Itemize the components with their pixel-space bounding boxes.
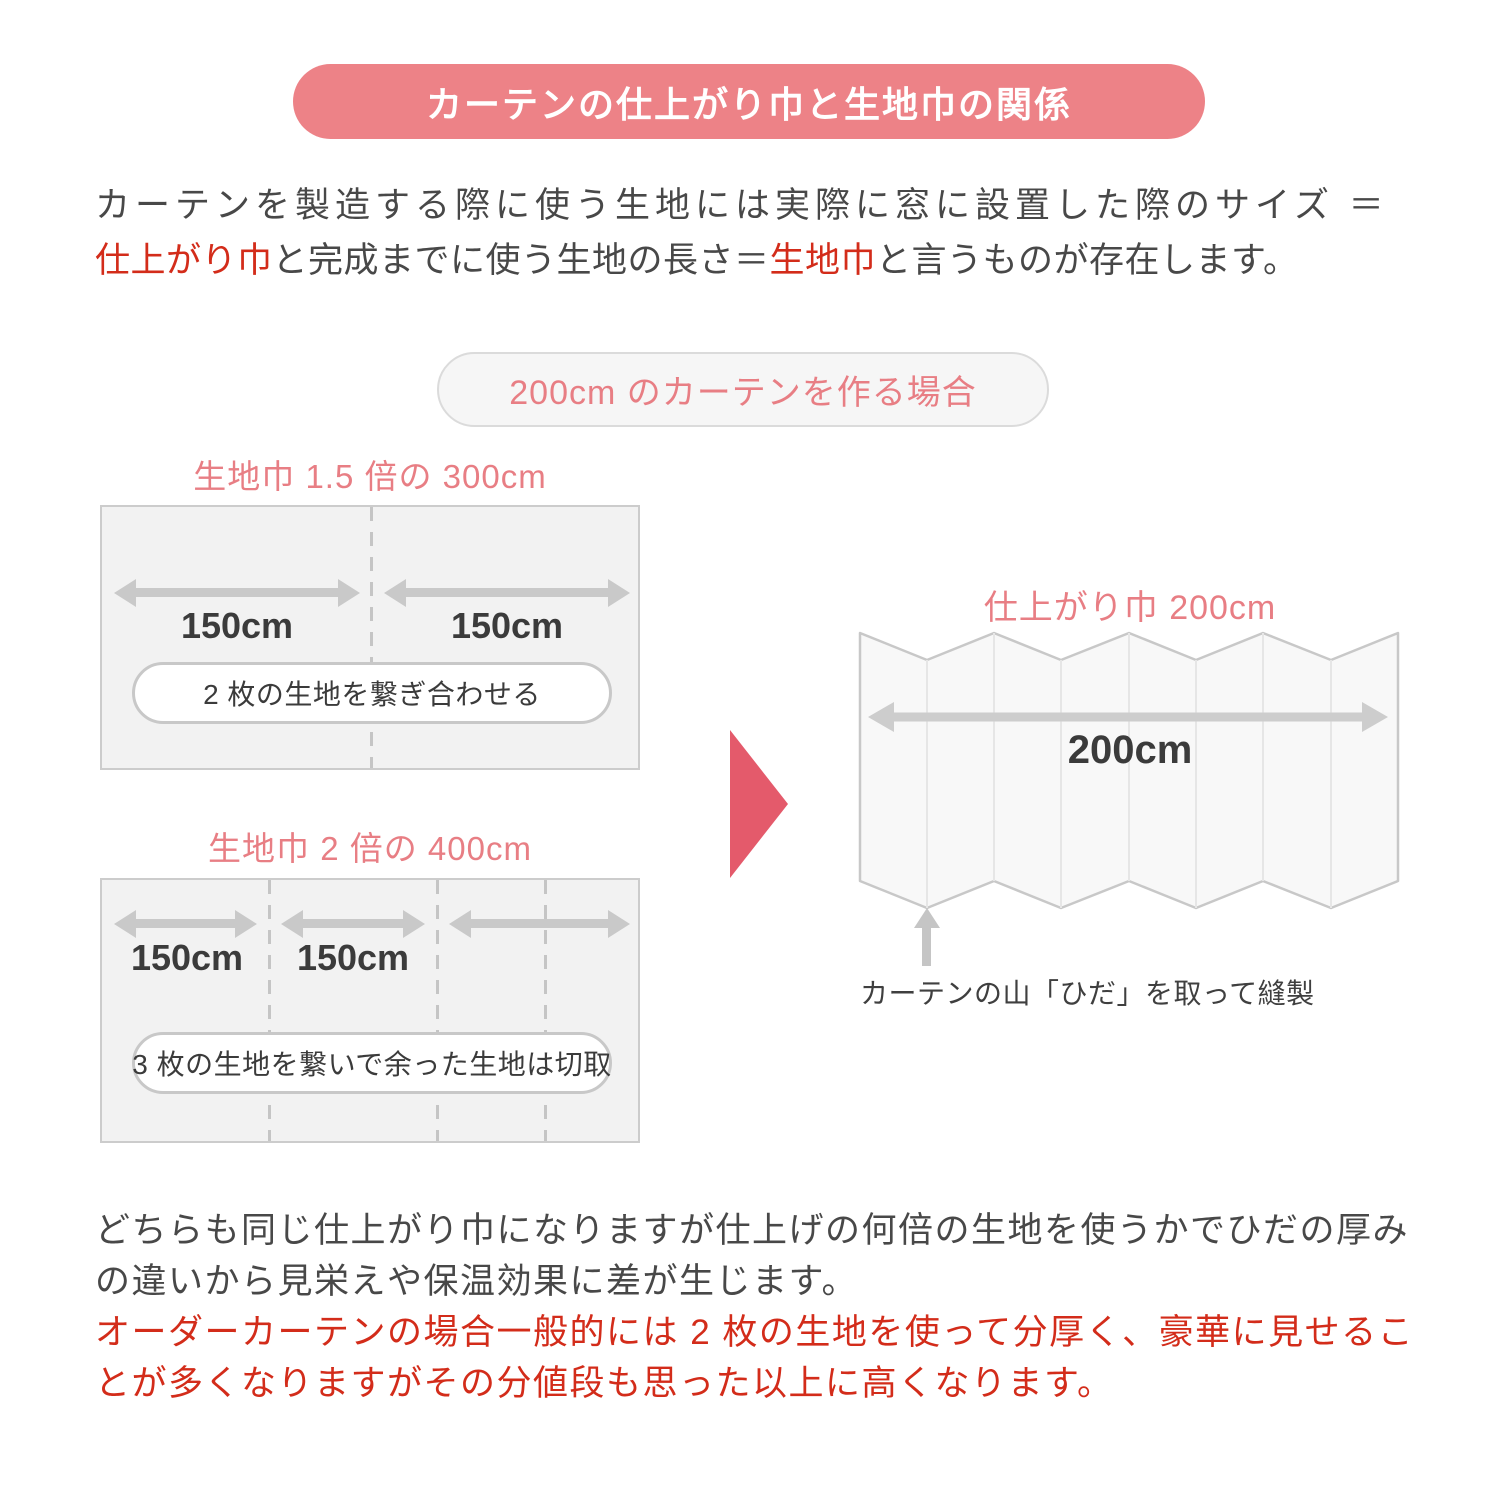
pleated-curtain-illustration [858, 631, 1400, 910]
intro-line-1: カーテンを製造する際に使う生地には実際に窓に設置した際のサイズ ＝ [95, 186, 1389, 225]
outro-paragraph: どちらも同じ仕上がり巾になりますが仕上げの何倍の生地を使うかでひだの厚み の違い… [95, 1205, 1435, 1409]
page-title: カーテンの仕上がり巾と生地巾の関係 [425, 83, 1072, 125]
case-example-label: 200cm のカーテンを作る場合 [509, 374, 977, 412]
intro-keyword-finished-width: 仕上がり巾 [95, 241, 273, 280]
outro-line-2: の違いから見栄えや保温効果に差が生じます。 [95, 1262, 859, 1301]
diagram1-note-pill: 2 枚の生地を繋ぎ合わせる [132, 662, 612, 724]
result-title: 仕上がり巾 200cm [983, 589, 1277, 627]
measure-arrow [303, 919, 403, 928]
intro-line-2-tail: と言うものが存在します。 [876, 241, 1299, 280]
seam-dashed-line [436, 880, 439, 1141]
result-caption: カーテンの山「ひだ」を取って縫製 [860, 978, 1315, 1009]
measure-arrow [406, 588, 608, 597]
measure-arrow [471, 919, 608, 928]
diagram1-title: 生地巾 1.5 倍の 300cm [193, 458, 547, 495]
curtain-fold-lines [926, 633, 1332, 908]
fabric-box-300cm: 150cm 150cm 2 枚の生地を繋ぎ合わせる [100, 505, 640, 770]
header-banner: カーテンの仕上がり巾と生地巾の関係 [293, 64, 1205, 139]
measure-arrow [136, 588, 338, 597]
diagram2-title: 生地巾 2 倍の 400cm [208, 830, 532, 867]
intro-line-2: 仕上がり巾と完成までに使う生地の長さ＝生地巾と言うものが存在します。 [95, 233, 1425, 288]
fabric-box-400cm: 150cm 150cm 3 枚の生地を繋いで余った生地は切取 [100, 878, 640, 1143]
intro-keyword-fabric-width: 生地巾 [769, 241, 877, 280]
measure-label-150cm: 150cm [130, 937, 244, 978]
outro-line-1: どちらも同じ仕上がり巾になりますが仕上げの何倍の生地を使うかでひだの厚み [95, 1211, 1410, 1250]
seam-dashed-line [268, 880, 271, 1141]
transform-arrow-icon [730, 730, 788, 878]
outro-line-4: とが多くなりますがその分値段も思った以上に高くなります。 [95, 1364, 1114, 1403]
diagram2-note: 3 枚の生地を繋いで余った生地は切取 [132, 1049, 612, 1080]
intro-line-2-mid: と完成までに使う生地の長さ＝ [272, 241, 770, 280]
case-example-pill: 200cm のカーテンを作る場合 [437, 352, 1049, 427]
pleat-pointer-arrow-bar [922, 927, 931, 966]
pleat-pointer-arrow-icon [914, 908, 940, 928]
diagram1-note: 2 枚の生地を繋ぎ合わせる [203, 679, 541, 710]
intro-paragraph: カーテンを製造する際に使う生地には実際に窓に設置した際のサイズ ＝ 仕上がり巾と… [95, 178, 1425, 288]
measure-label-150cm: 150cm [296, 937, 410, 978]
measure-arrow [136, 919, 235, 928]
measure-label-150cm: 150cm [450, 605, 564, 646]
seam-dashed-line [370, 507, 373, 768]
cut-dashed-line [544, 880, 547, 1141]
diagram2-note-pill: 3 枚の生地を繋いで余った生地は切取 [132, 1032, 612, 1094]
width-measure-arrow [868, 702, 1388, 732]
outro-line-3: オーダーカーテンの場合一般的には 2 枚の生地を使って分厚く、豪華に見せるこ [95, 1313, 1415, 1352]
measure-label-150cm: 150cm [180, 605, 294, 646]
result-width-label: 200cm [1067, 728, 1193, 772]
